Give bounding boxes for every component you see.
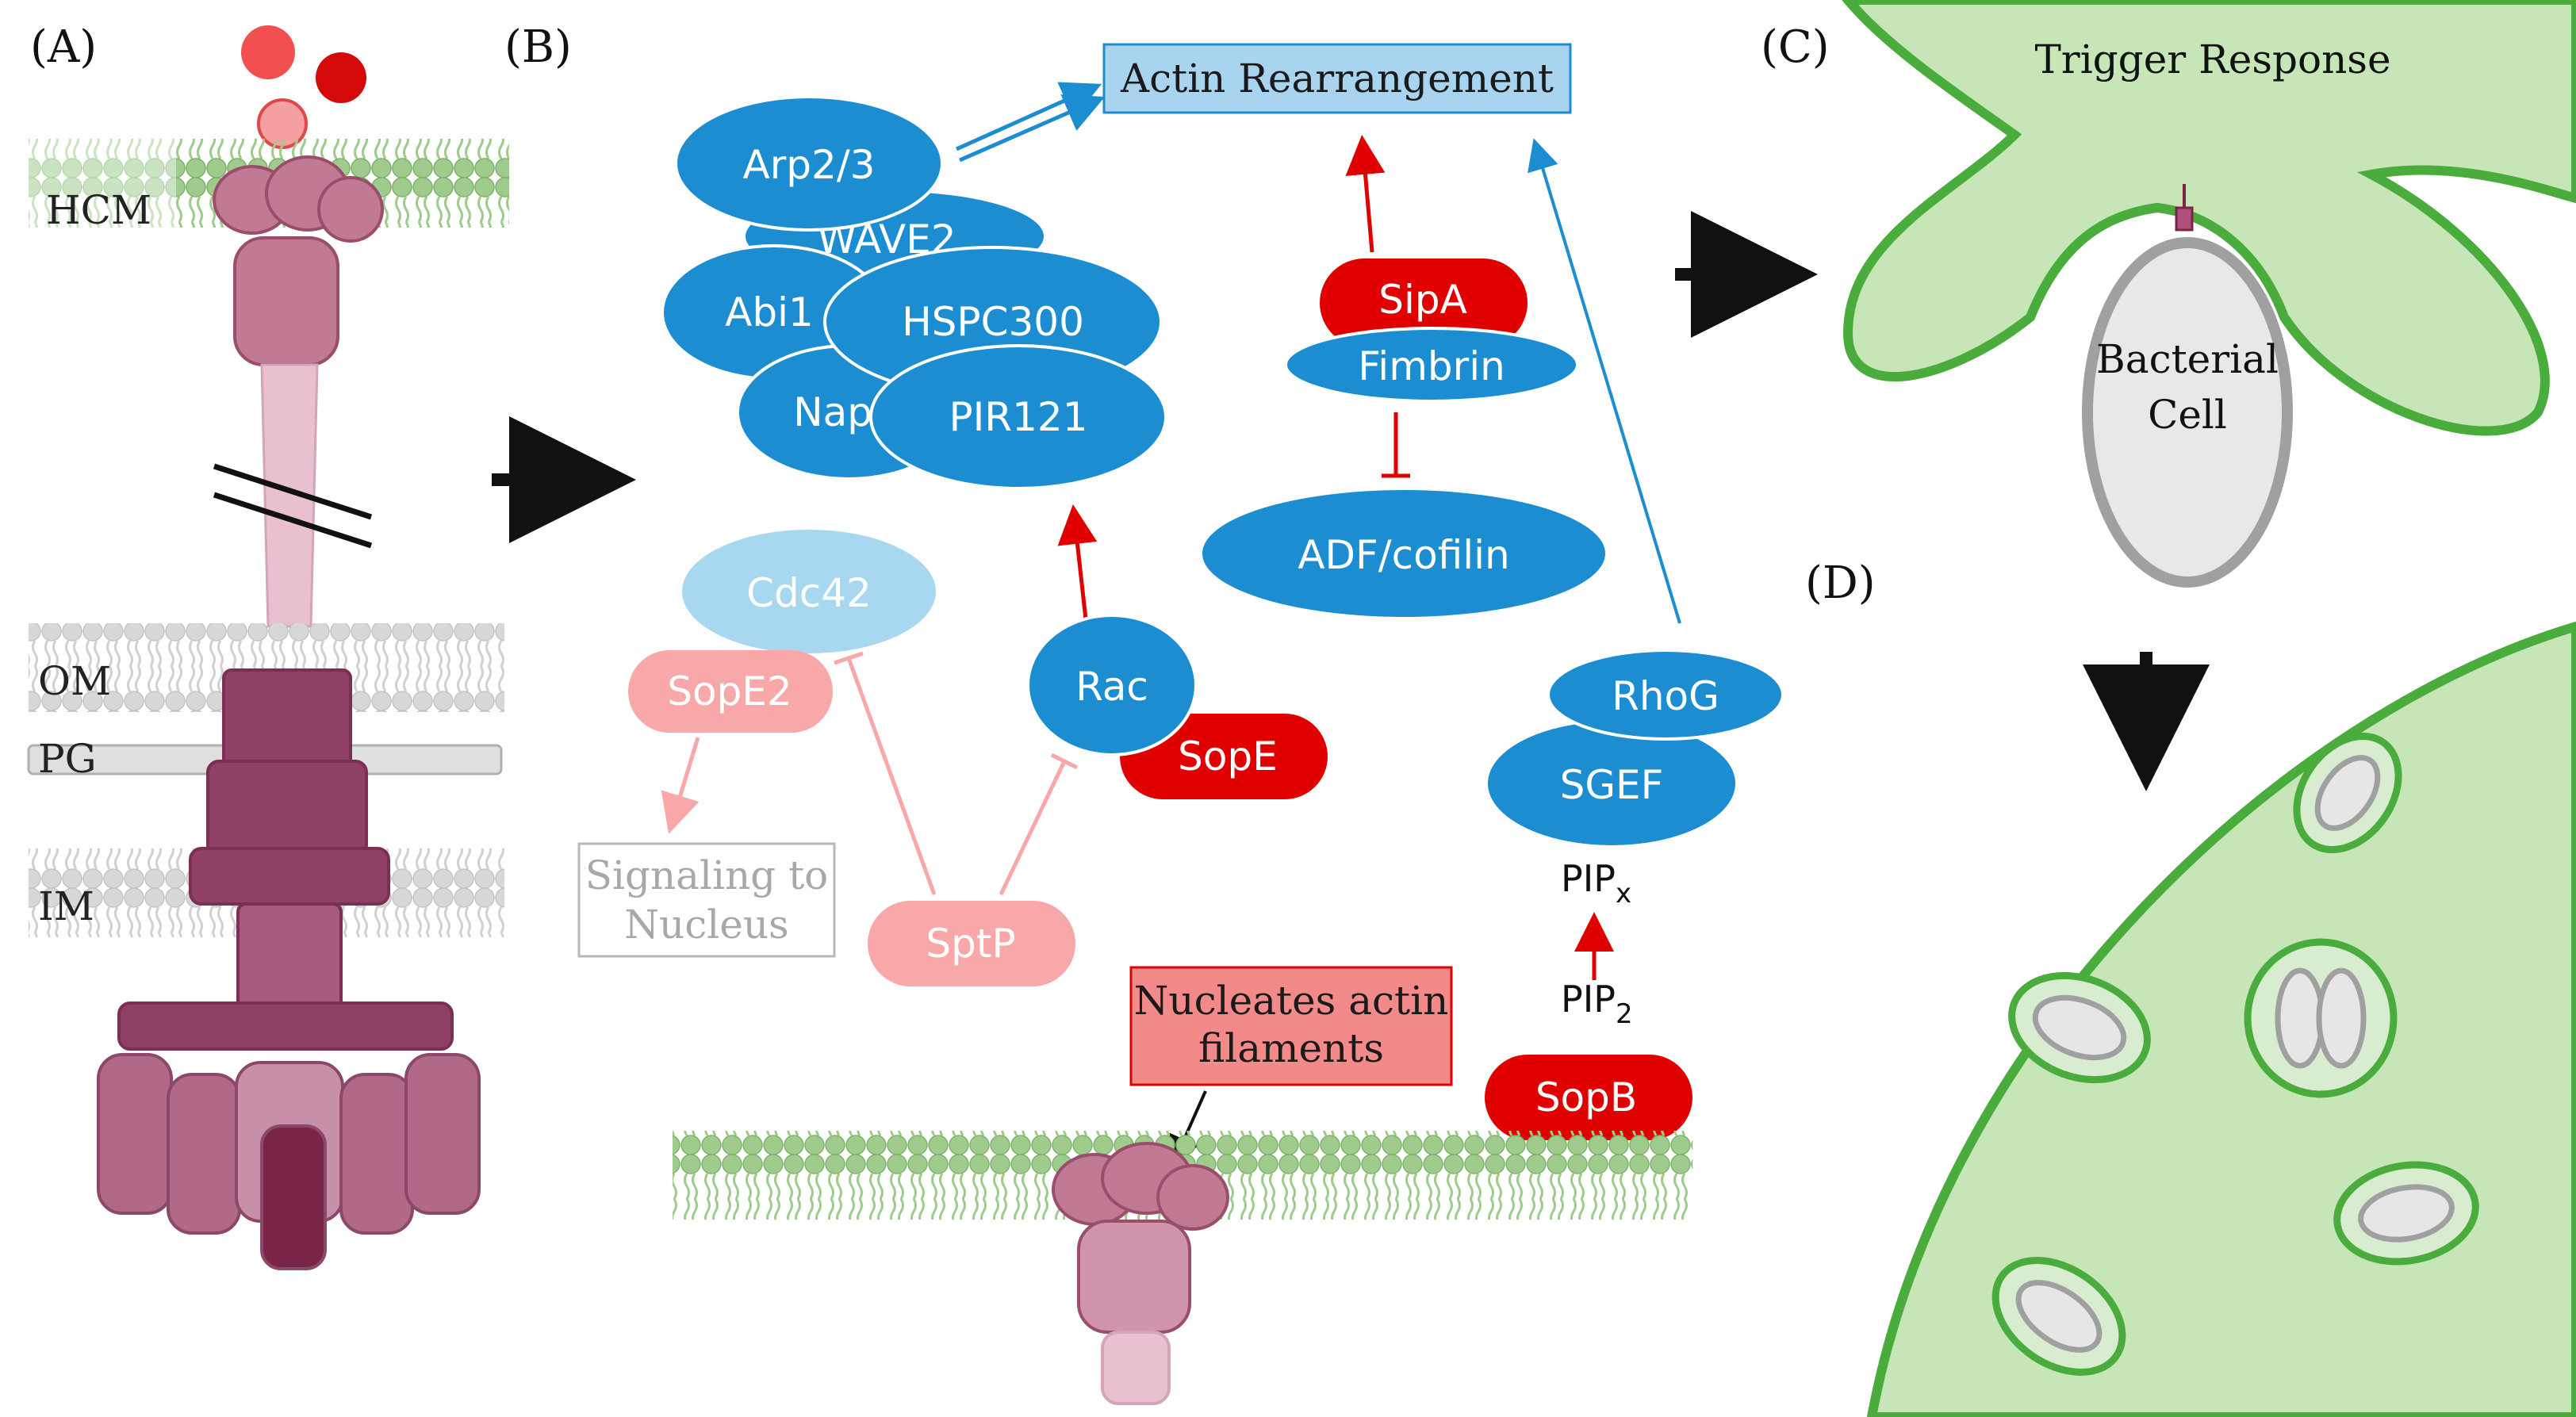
bacterial-cell (2082, 237, 2293, 588)
salmonella-containing-vacuoles (1991, 732, 2479, 1376)
wave-regulatory-complex: WAVE2 Arp2/3 Abi1 Nap1 HSPC300 PIR121 (661, 95, 1167, 490)
cdc42-label: Cdc42 (746, 570, 872, 616)
rac-node (1026, 614, 1198, 756)
host-cell-ruffles (1842, 0, 2576, 436)
sipa-to-actin-arrow (1345, 135, 1386, 253)
translocon-bottom (1052, 1142, 1229, 1405)
adf-cofilin-label: ADF/cofilin (1298, 532, 1509, 578)
sipa-node (1320, 259, 1528, 347)
actin-rearrangement-label: Actin Rearrangement (1120, 56, 1554, 101)
panel-label-c: (C) (1761, 21, 1830, 73)
panel-a: (A) HCM OM PG IM (27, 21, 509, 1270)
label-hcm: HCM (46, 187, 151, 233)
sope2-node (628, 650, 833, 733)
actin-rearrangement-box (1102, 43, 1572, 114)
signaling-box (577, 842, 836, 958)
fimbrin-label: Fimbrin (1358, 343, 1505, 389)
vacuole (2333, 1161, 2479, 1266)
arp23-node (674, 95, 944, 232)
arp-to-actin-arrow (958, 94, 1106, 163)
label-im: IM (38, 883, 94, 929)
bacterial-cell-line2: Cell (2148, 392, 2227, 438)
sptp-label: SptP (926, 921, 1015, 967)
sptp-node (868, 901, 1075, 986)
panel-b: (B) Actin Rearrangement WAVE2 Arp2/3 Abi… (504, 21, 1784, 1405)
panel-label-d: (D) (1805, 557, 1876, 609)
inhibit-bar (1050, 753, 1079, 770)
arp23-label: Arp2/3 (743, 142, 876, 188)
fimbrin-node (1284, 327, 1579, 403)
sptp-inhibits-cdc42 (846, 657, 937, 895)
rhog-to-actin-arrow (1528, 138, 1681, 624)
nucleates-line2: filaments (1198, 1025, 1384, 1071)
vacuole (2293, 732, 2402, 854)
vacuole (1991, 1257, 2126, 1376)
sipa-label: SipA (1378, 277, 1467, 323)
rac-to-wave-arrow (1057, 504, 1098, 627)
sope2-label: SopE2 (667, 668, 792, 714)
nucleates-box (1129, 966, 1453, 1086)
sope2-to-nucleus-arrow (661, 737, 700, 834)
hspc300-label: HSPC300 (902, 299, 1084, 345)
break-mark (213, 492, 373, 549)
sorting-platform (97, 1053, 481, 1270)
abi1-label: Abi1 (725, 289, 814, 335)
arp-to-actin-arrow (955, 82, 1102, 151)
panel-d: (D) (1805, 557, 2576, 1417)
signaling-line2: Nucleus (624, 902, 788, 948)
pip2-label: PIP2 (1561, 978, 1633, 1030)
sgef-label: SGEF (1560, 762, 1664, 808)
rhog-node (1547, 649, 1784, 741)
t3ss-contact (2175, 206, 2194, 232)
cdc42-node (682, 530, 936, 653)
basal-body (117, 668, 454, 1051)
rac-label: Rac (1075, 664, 1148, 710)
pipx-label: PIPx (1561, 857, 1631, 910)
inhibit-bar (834, 651, 864, 665)
break-mark (213, 463, 373, 520)
panel-c: (C) Trigger Response Bacterial Cell (1761, 0, 2576, 588)
label-pg: PG (38, 736, 97, 782)
pir121-label: PIR121 (949, 394, 1087, 440)
sopb-label: SopB (1535, 1074, 1637, 1120)
sopb-node (1485, 1055, 1692, 1140)
translocon (213, 155, 384, 366)
sope-label: SopE (1178, 733, 1278, 779)
label-om: OM (38, 658, 111, 704)
signaling-line1: Signaling to (585, 852, 829, 898)
nucleates-line1: Nucleates actin (1134, 978, 1449, 1024)
pir121-node (869, 344, 1167, 490)
panel-label-a: (A) (30, 21, 97, 73)
vacuole (2244, 938, 2398, 1098)
bacterial-cell-line1: Bacterial (2096, 336, 2279, 382)
panel-label-b: (B) (504, 21, 572, 73)
effector-dot (316, 52, 366, 103)
adf-cofilin-node (1202, 490, 1605, 617)
rhog-label: RhoG (1612, 673, 1719, 719)
effector-dot (241, 25, 295, 79)
vacuole (2008, 971, 2151, 1084)
host-cell-body (1866, 621, 2576, 1417)
trigger-response-label: Trigger Response (2034, 36, 2390, 82)
sptp-inhibits-rac (999, 760, 1067, 896)
